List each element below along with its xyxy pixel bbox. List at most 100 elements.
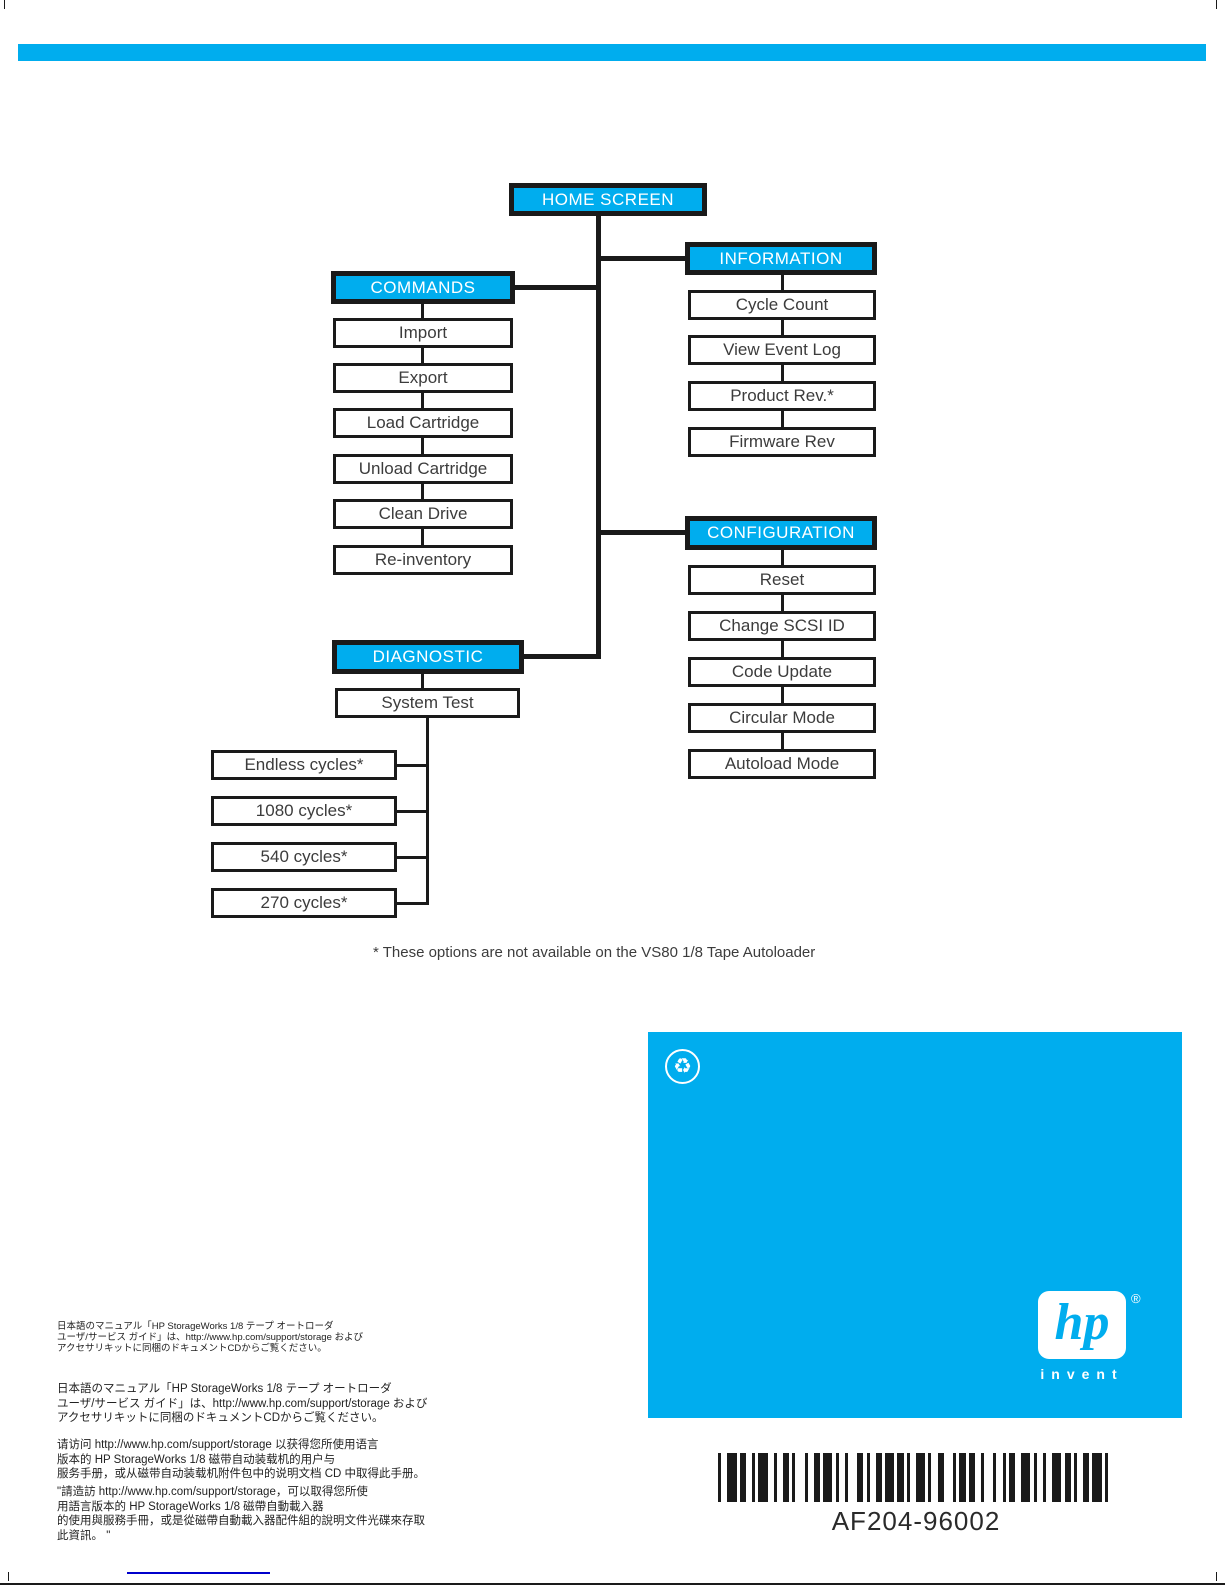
barcode	[718, 1453, 1114, 1502]
barcode-bar	[804, 1453, 808, 1502]
connector-line	[781, 274, 784, 291]
connector-line	[421, 347, 424, 364]
barcode-bar	[718, 1453, 722, 1502]
notice-line: アクセサリキットに同梱のドキュメントCDからご覧ください。	[57, 1412, 384, 1424]
hp-logo: hp	[1038, 1291, 1126, 1359]
connector-line	[397, 856, 426, 859]
connector-line	[421, 392, 424, 409]
hp-logo-text: hp	[1054, 1293, 1110, 1351]
connector-line	[781, 319, 784, 336]
notice-line: 服务手册，或从磁带自动装载机附件包中的说明文档 CD 中取得此手册。	[57, 1468, 425, 1480]
part-number: AF204-96002	[831, 1506, 1001, 1536]
node-system-test: System Test	[335, 688, 520, 718]
node-home-screen: HOME SCREEN	[509, 183, 707, 216]
node-code-update: Code Update	[688, 657, 876, 687]
node-product-rev: Product Rev.*	[688, 381, 876, 411]
hp-invent-label: invent	[1040, 1366, 1124, 1382]
connector-line	[421, 483, 424, 500]
notice-japanese: 日本語のマニュアル「HP StorageWorks 1/8 テープ オートローダ…	[57, 1382, 427, 1426]
crop-mark	[1216, 0, 1217, 9]
node-endless-cycles: Endless cycles*	[211, 750, 397, 780]
connector-line	[421, 528, 424, 546]
notice-line: アクセサリキットに同梱のドキュメントCDからご覧ください。	[57, 1343, 327, 1354]
barcode-bar	[1042, 1453, 1046, 1502]
node-firmware-rev: Firmware Rev	[688, 427, 876, 457]
connector-line	[781, 732, 784, 750]
footer-blue-rule	[127, 1572, 270, 1574]
crop-mark	[4, 0, 5, 9]
barcode-bar	[823, 1453, 833, 1502]
barcode-bar	[944, 1453, 953, 1502]
connector-line	[426, 718, 429, 905]
barcode-bar	[848, 1453, 857, 1502]
barcode-bar	[782, 1453, 790, 1502]
notice-line: 请访问 http://www.hp.com/support/storage 以获…	[57, 1439, 379, 1451]
brand-panel	[648, 1032, 1182, 1418]
barcode-bar	[897, 1453, 904, 1502]
barcode-bar	[795, 1453, 804, 1502]
barcode-bar	[844, 1453, 848, 1502]
barcode-bar	[727, 1453, 737, 1502]
connector-line	[397, 902, 426, 905]
connector-line	[421, 303, 424, 319]
barcode-bar	[1064, 1453, 1071, 1502]
barcode-bar	[739, 1453, 746, 1502]
barcode-bar	[1108, 1453, 1114, 1502]
barcode-bar	[984, 1453, 993, 1502]
node-load-cartridge: Load Cartridge	[333, 408, 513, 438]
node-configuration: CONFIGURATION	[685, 516, 877, 550]
barcode-bar	[968, 1453, 975, 1502]
notice-line: 日本語のマニュアル「HP StorageWorks 1/8 テープ オートローダ	[57, 1383, 392, 1395]
notice-line: "請造訪 http://www.hp.com/support/storage，可…	[57, 1486, 368, 1498]
node-540-cycles: 540 cycles*	[211, 842, 397, 872]
connector-line	[421, 673, 424, 689]
node-1080-cycles: 1080 cycles*	[211, 796, 397, 826]
node-re-inventory: Re-inventory	[333, 545, 513, 575]
barcode-bar	[1092, 1453, 1102, 1502]
node-information: INFORMATION	[685, 242, 877, 275]
connector-line	[397, 810, 426, 813]
notice-line: ユーザ/サービス ガイド」は、http://www.hp.com/support…	[57, 1397, 428, 1410]
barcode-bar	[1073, 1453, 1077, 1502]
connector-line	[397, 764, 426, 767]
barcode-bar	[875, 1453, 882, 1502]
crop-mark	[1216, 1572, 1217, 1581]
notice-line: ユーザ/サービス ガイド」は、http://www.hp.com/support…	[57, 1332, 363, 1343]
barcode-bar	[916, 1453, 926, 1502]
header-accent-bar	[18, 44, 1206, 61]
barcode-bar	[928, 1453, 932, 1502]
connector-diagnostic	[523, 654, 596, 659]
barcode-bar	[980, 1453, 985, 1502]
connector-configuration	[601, 530, 685, 535]
connector-line	[781, 640, 784, 658]
notice-line: 的使用與服務手冊，或是從磁帶自動載入器配件組的說明文件光碟來存取	[57, 1515, 425, 1527]
barcode-bar	[906, 1453, 910, 1502]
barcode-bar	[792, 1453, 796, 1502]
barcode-bar	[1052, 1453, 1062, 1502]
notice-japanese-small: 日本語のマニュアル「HP StorageWorks 1/8 テープ オートローダ…	[57, 1321, 363, 1354]
node-reset: Reset	[688, 565, 876, 595]
barcode-bar	[1083, 1453, 1090, 1502]
connector-line	[781, 364, 784, 382]
barcode-bar	[813, 1453, 821, 1502]
barcode-bar	[835, 1453, 839, 1502]
barcode-bar	[937, 1453, 944, 1502]
notice-line: 日本語のマニュアル「HP StorageWorks 1/8 テープ オートローダ	[57, 1321, 334, 1332]
connector-trunk	[596, 216, 601, 659]
barcode-bar	[993, 1453, 997, 1502]
connector-information	[601, 256, 685, 261]
crop-mark	[8, 1572, 9, 1581]
node-view-event-log: View Event Log	[688, 335, 876, 365]
recycle-icon: ♻	[665, 1049, 700, 1084]
barcode-bar	[1008, 1453, 1015, 1502]
barcode-bar	[885, 1453, 895, 1502]
node-import: Import	[333, 318, 513, 348]
node-autoload-mode: Autoload Mode	[688, 749, 876, 779]
barcode-bar	[1021, 1453, 1031, 1502]
notice-line: 用語言版本的 HP StorageWorks 1/8 磁帶自動載入器	[57, 1500, 324, 1513]
notice-chinese-traditional: "請造訪 http://www.hp.com/support/storage，可…	[57, 1485, 425, 1543]
barcode-bar	[758, 1453, 768, 1502]
footnote: * These options are not available on the…	[373, 944, 816, 961]
node-270-cycles: 270 cycles*	[211, 888, 397, 918]
